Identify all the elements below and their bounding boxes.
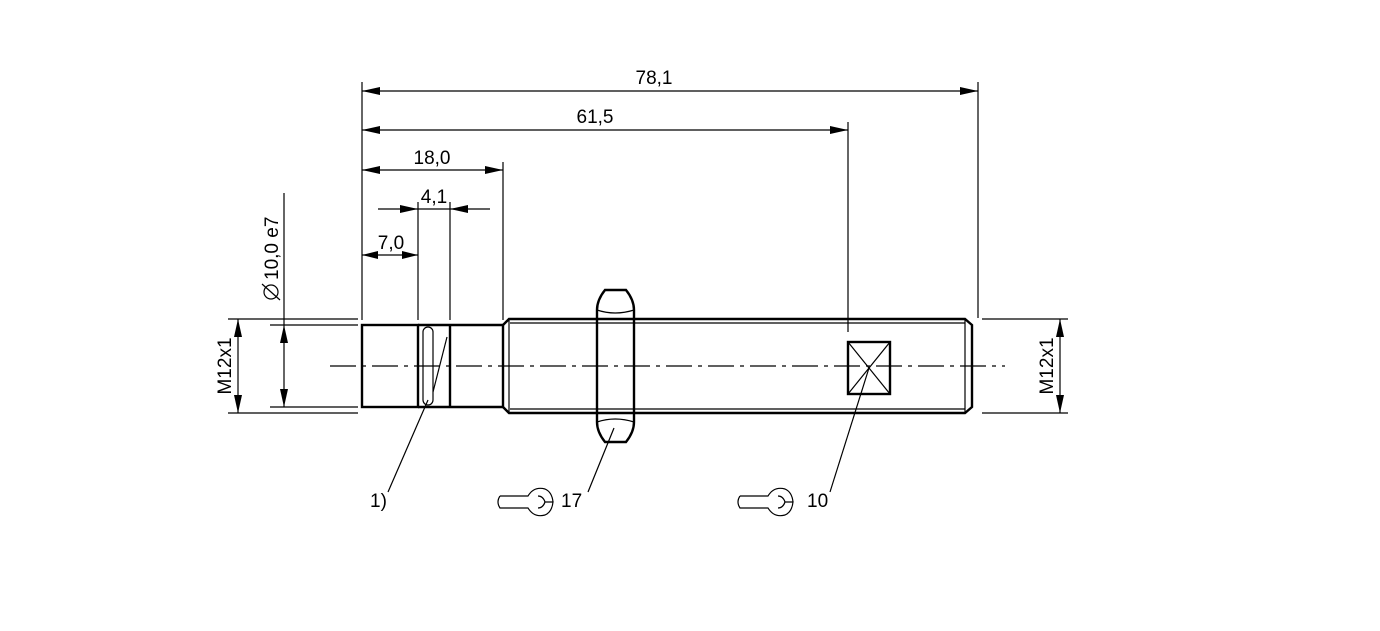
dim-text-overall: 78,1 (636, 68, 673, 89)
groove-diagonal (432, 336, 448, 393)
dimension-wrench-flat: 61,5 (362, 107, 848, 134)
dim-text-thread-start: 18,0 (414, 148, 451, 169)
dimension-thread-start: 18,0 (362, 148, 503, 174)
dim-text-diameter: 10,0 e7 (262, 217, 283, 280)
dimension-diameter: 10,0 e7 (261, 193, 288, 407)
hex-nut-faces (596, 309, 635, 423)
dimension-groove-width: 4,1 (378, 187, 490, 213)
wrench-icon (737, 487, 794, 517)
thread-root-lines (508, 319, 966, 413)
callout-nut-wrench: 17 (497, 427, 615, 517)
callout-note: 1) (370, 399, 429, 512)
dimension-overall-length: 78,1 (362, 68, 978, 95)
dim-text-front-length: 7,0 (378, 233, 404, 254)
sensor-body (330, 288, 1005, 444)
dim-text-wrench-flat: 61,5 (577, 107, 614, 128)
dimension-front-length: 7,0 (362, 233, 418, 259)
hex-nut (595, 288, 636, 444)
callout-flat-wrench-text: 10 (807, 491, 828, 512)
callout-flat-wrench: 10 (737, 367, 870, 517)
groove (418, 323, 450, 409)
dim-text-groove-width: 4,1 (421, 187, 447, 208)
callout-note-text: 1) (370, 491, 387, 512)
dim-text-thread-left: M12x1 (215, 337, 236, 394)
dimension-thread-right: M12x1 (1037, 319, 1064, 413)
callout-nut-wrench-text: 17 (561, 491, 582, 512)
dimension-thread-left: M12x1 (215, 319, 242, 413)
diameter-symbol-icon (261, 283, 281, 301)
extension-lines (228, 82, 1068, 414)
dim-text-thread-right: M12x1 (1037, 337, 1058, 394)
wrench-icon (497, 487, 554, 517)
